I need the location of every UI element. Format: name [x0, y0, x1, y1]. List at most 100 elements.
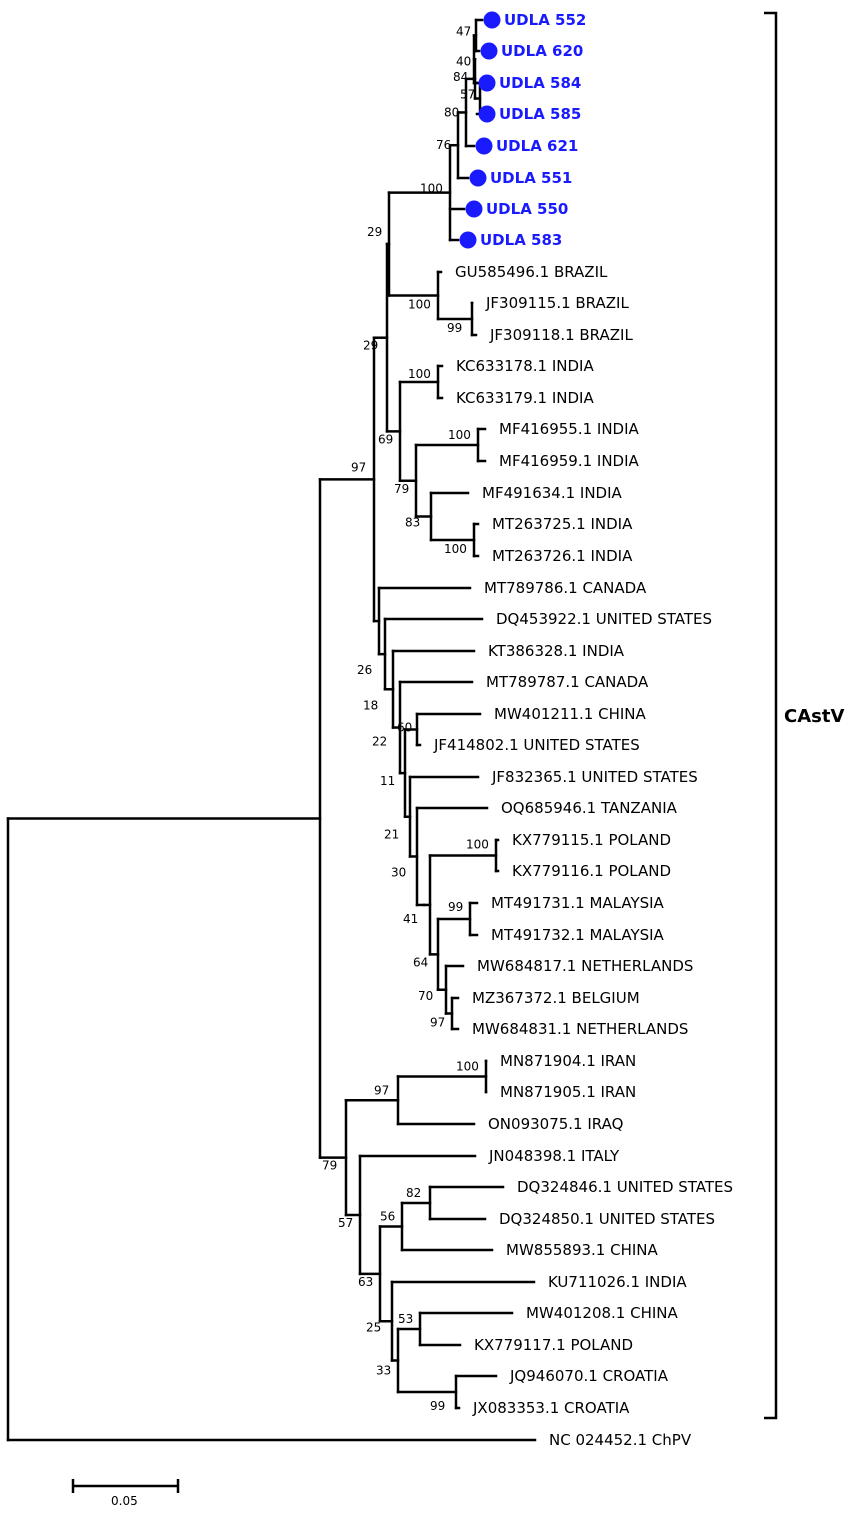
taxon-label: MF491634.1 INDIA — [482, 484, 623, 502]
sample-marker-icon — [478, 74, 496, 92]
taxon-label: OQ685946.1 TANZANIA — [501, 799, 678, 817]
taxon-label: JX083353.1 CROATIA — [472, 1399, 630, 1417]
taxon-label: KC633178.1 INDIA — [456, 357, 594, 375]
clade-bracket-line — [764, 11, 778, 1420]
highlighted-taxon-label: UDLA 585 — [499, 105, 581, 123]
highlighted-taxon-label: UDLA 621 — [496, 137, 578, 155]
sample-marker-icon — [459, 231, 477, 249]
sample-marker-icon — [478, 105, 496, 123]
highlighted-taxon-label: UDLA 620 — [501, 42, 583, 60]
taxon-label: MT789786.1 CANADA — [484, 579, 647, 597]
taxon-label: MW401208.1 CHINA — [526, 1304, 679, 1322]
taxon-label: MF416955.1 INDIA — [499, 420, 640, 438]
bootstrap-label: 25 — [366, 1320, 381, 1334]
taxon-label: MW684817.1 NETHERLANDS — [477, 957, 693, 975]
bootstrap-label: 100 — [420, 182, 443, 196]
highlighted-taxon-label: UDLA 550 — [486, 200, 568, 218]
bootstrap-label: 30 — [391, 865, 406, 879]
bootstrap-label: 99 — [447, 321, 462, 335]
bootstrap-label: 33 — [376, 1364, 391, 1378]
taxon-label: NC 024452.1 ChPV — [549, 1431, 692, 1449]
bootstrap-label: 18 — [363, 698, 378, 712]
highlighted-taxon-label: UDLA 551 — [490, 169, 572, 187]
scale-bar: 0.05 — [71, 1479, 180, 1508]
taxon-label: DQ324846.1 UNITED STATES — [517, 1178, 733, 1196]
bootstrap-label: 83 — [405, 516, 420, 530]
bootstrap-label: 99 — [448, 900, 463, 914]
taxon-label: MW684831.1 NETHERLANDS — [472, 1020, 688, 1038]
bootstrap-label: 79 — [394, 482, 409, 496]
bootstrap-label: 100 — [444, 542, 467, 556]
highlighted-taxon-label: UDLA 552 — [504, 11, 586, 29]
taxon-label: MT789787.1 CANADA — [486, 673, 649, 691]
bootstrap-label: 84 — [453, 70, 468, 84]
taxon-label: JQ946070.1 CROATIA — [509, 1367, 669, 1385]
bootstrap-label: 57 — [338, 1216, 353, 1230]
bootstrap-label: 100 — [408, 367, 431, 381]
bootstrap-label: 76 — [436, 138, 451, 152]
bootstrap-label: 97 — [351, 460, 366, 474]
bootstrap-label: 57 — [460, 88, 475, 102]
taxon-label: ON093075.1 IRAQ — [488, 1115, 623, 1133]
bootstrap-label: 100 — [408, 298, 431, 312]
clade-bracket: CAstV — [764, 11, 844, 1420]
clade-label: CAstV — [784, 706, 844, 727]
bootstrap-label: 80 — [444, 105, 459, 119]
sample-marker-icon — [469, 169, 487, 187]
bootstrap-label: 53 — [398, 1312, 413, 1326]
bootstrap-label: 99 — [430, 1399, 445, 1413]
bootstrap-label: 29 — [363, 339, 378, 353]
taxon-label: KT386328.1 INDIA — [488, 642, 625, 660]
sample-marker-icon — [480, 42, 498, 60]
taxon-label: MN871904.1 IRAN — [500, 1052, 636, 1070]
bootstrap-label: 82 — [406, 1186, 421, 1200]
taxon-label: MT263725.1 INDIA — [492, 515, 633, 533]
taxon-label: MN871905.1 IRAN — [500, 1083, 636, 1101]
taxon-label: JN048398.1 ITALY — [488, 1147, 620, 1165]
bootstrap-label: 63 — [358, 1275, 373, 1289]
taxon-label: JF309118.1 BRAZIL — [489, 326, 633, 344]
bootstrap-label: 70 — [418, 989, 433, 1003]
bootstrap-label: 100 — [456, 1060, 479, 1074]
bootstrap-label: 69 — [378, 432, 393, 446]
highlighted-taxon-label: UDLA 583 — [480, 231, 562, 249]
bootstrap-values: 47 40 57 84 80 76 100 99 100 29 100 100 100 83 79 69 29 9… — [322, 25, 489, 1414]
bootstrap-label: 100 — [466, 838, 489, 852]
sample-marker-icon — [465, 200, 483, 218]
bootstrap-label: 21 — [384, 828, 399, 842]
bootstrap-label: 29 — [367, 225, 382, 239]
taxon-label: KX779116.1 POLAND — [512, 862, 671, 880]
taxon-label: KX779117.1 POLAND — [474, 1336, 633, 1354]
bootstrap-label: 60 — [397, 721, 412, 735]
taxon-label: JF832365.1 UNITED STATES — [491, 768, 698, 786]
bootstrap-label: 97 — [430, 1016, 445, 1030]
bootstrap-label: 22 — [372, 735, 387, 749]
taxon-label: KC633179.1 INDIA — [456, 389, 594, 407]
bootstrap-label: 41 — [403, 912, 418, 926]
bootstrap-label: 11 — [380, 774, 395, 788]
taxon-label: DQ453922.1 UNITED STATES — [496, 610, 712, 628]
bootstrap-label: 40 — [456, 54, 471, 68]
highlighted-taxon-label: UDLA 584 — [499, 74, 581, 92]
bootstrap-label: 47 — [456, 25, 471, 39]
taxon-label: GU585496.1 BRAZIL — [455, 263, 608, 281]
sample-marker-icon — [483, 11, 501, 29]
bootstrap-label: 97 — [374, 1083, 389, 1097]
taxon-label: MT263726.1 INDIA — [492, 547, 633, 565]
taxon-label: MT491732.1 MALAYSIA — [491, 926, 665, 944]
bootstrap-label: 100 — [448, 428, 471, 442]
branches — [6, 18, 537, 1442]
taxon-label: MT491731.1 MALAYSIA — [491, 894, 665, 912]
taxon-label: KU711026.1 INDIA — [548, 1273, 687, 1291]
bootstrap-label: 79 — [322, 1159, 337, 1173]
taxon-label: JF414802.1 UNITED STATES — [433, 736, 640, 754]
taxon-label: JF309115.1 BRAZIL — [485, 294, 629, 312]
bootstrap-label: 64 — [413, 955, 428, 969]
taxon-label: KX779115.1 POLAND — [512, 831, 671, 849]
bootstrap-label: 56 — [380, 1210, 395, 1224]
taxon-label: MZ367372.1 BELGIUM — [472, 989, 640, 1007]
taxon-label: MF416959.1 INDIA — [499, 452, 640, 470]
bootstrap-label: 26 — [357, 663, 372, 677]
